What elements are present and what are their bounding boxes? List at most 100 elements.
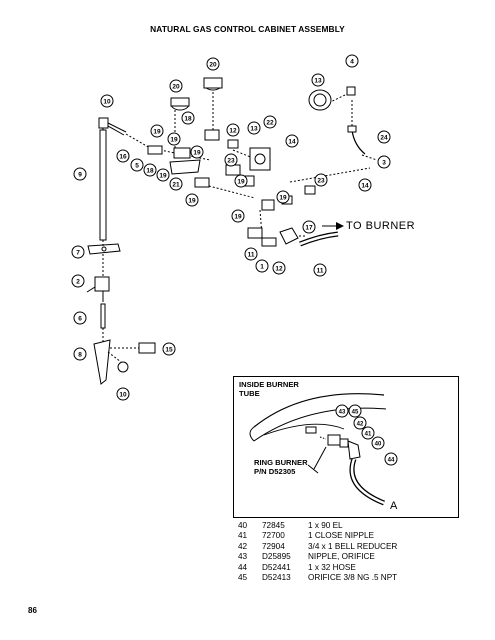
- valve-body: [94, 276, 110, 292]
- svg-text:6: 6: [78, 316, 82, 323]
- svg-text:8: 8: [78, 352, 82, 359]
- svg-text:23: 23: [227, 158, 235, 165]
- svg-text:12: 12: [275, 266, 283, 273]
- callout-marker: 12: [272, 261, 286, 275]
- rod-part: [100, 303, 106, 329]
- callout-marker: 23: [314, 173, 328, 187]
- callout-marker: 23: [224, 153, 238, 167]
- page-title: NATURAL GAS CONTROL CABINET ASSEMBLY: [150, 24, 345, 34]
- callout-marker: 6: [73, 311, 87, 325]
- svg-text:15: 15: [165, 347, 173, 354]
- inset-callout-40: 40: [371, 436, 385, 450]
- svg-text:10: 10: [119, 392, 127, 399]
- mounting-bracket: [87, 243, 121, 255]
- svg-text:12: 12: [229, 128, 237, 135]
- fitting-cluster-c: [204, 129, 220, 141]
- callout-marker: 4: [345, 54, 359, 68]
- fitting-bottom: [117, 361, 129, 373]
- callout-marker: 19: [231, 209, 245, 223]
- fitting-cluster-d: [227, 139, 239, 149]
- callout-marker: 15: [162, 342, 176, 356]
- fitting-lower-c: [304, 185, 316, 195]
- parts-list-row: 42 72904 3/4 x 1 BELL REDUCER: [238, 541, 398, 551]
- svg-text:19: 19: [234, 214, 242, 221]
- svg-text:7: 7: [76, 250, 80, 257]
- callout-marker: 17: [302, 220, 316, 234]
- svg-text:3: 3: [382, 160, 386, 167]
- burner-tube-curve: [253, 393, 385, 428]
- svg-text:23: 23: [317, 178, 325, 185]
- svg-text:17: 17: [305, 225, 313, 232]
- svg-text:10: 10: [103, 99, 111, 106]
- parts-list-row: 45 D52413 ORIFICE 3/8 NG .5 NPT: [238, 573, 398, 583]
- svg-text:1: 1: [260, 264, 264, 271]
- callout-marker: 19: [150, 124, 164, 138]
- svg-text:19: 19: [153, 129, 161, 136]
- elbow-fitting: [347, 440, 361, 460]
- fitting-part-4: [346, 86, 356, 96]
- parts-list: 40 72845 1 x 90 EL 41 72700 1 CLOSE NIPP…: [238, 521, 397, 583]
- callout-marker: 10: [116, 387, 130, 401]
- bracket-21: [169, 159, 201, 175]
- svg-text:19: 19: [193, 150, 201, 157]
- callout-marker: 19: [185, 193, 199, 207]
- callout-marker: 13: [311, 73, 325, 87]
- callout-marker: 12: [226, 123, 240, 137]
- svg-text:22: 22: [266, 120, 274, 127]
- svg-text:44: 44: [388, 458, 395, 464]
- callout-marker: 13: [247, 121, 261, 135]
- burner-detail-inset: 43 45 42 41 40 44 A: [233, 376, 459, 518]
- vertical-tube: [99, 129, 107, 241]
- svg-text:19: 19: [237, 179, 245, 186]
- svg-text:45: 45: [352, 410, 359, 416]
- fitting-lower-e: [261, 237, 277, 247]
- to-burner-label: TO BURNER: [346, 220, 415, 232]
- callout-marker: 18: [143, 163, 157, 177]
- inset-callout-43: 43: [335, 404, 349, 418]
- svg-text:40: 40: [375, 442, 382, 448]
- callout-marker: 16: [116, 149, 130, 163]
- callout-marker: 14: [358, 178, 372, 192]
- svg-text:19: 19: [188, 198, 196, 205]
- burner-detail-drawing: 43 45 42 41 40 44 A: [249, 393, 398, 512]
- svg-text:2: 2: [76, 279, 80, 286]
- svg-text:14: 14: [361, 183, 369, 190]
- elbow-part-12: [279, 227, 299, 245]
- fitting-cluster-e: [225, 164, 241, 176]
- orifice-nipple: [305, 426, 317, 434]
- callout-marker: 5: [130, 158, 144, 172]
- angle-bracket: [93, 339, 111, 385]
- callout-marker: 8: [73, 347, 87, 361]
- svg-text:24: 24: [380, 135, 388, 142]
- fitting-lower-a: [261, 199, 275, 211]
- fitting-lower-d: [247, 227, 263, 239]
- parts-list-row: 40 72845 1 x 90 EL: [238, 521, 343, 530]
- inset-callout-45: 45: [348, 404, 362, 418]
- callout-marker: 20: [169, 79, 183, 93]
- svg-text:19: 19: [279, 195, 287, 202]
- svg-text:5: 5: [135, 163, 139, 170]
- svg-text:16: 16: [119, 154, 127, 161]
- callout-marker: 11: [313, 263, 327, 277]
- callout-marker: 2: [71, 274, 85, 288]
- inset-callout-41: 41: [361, 426, 375, 440]
- callout-marker: 19: [234, 174, 248, 188]
- callout-marker: 9: [73, 167, 87, 181]
- valve-main: [249, 147, 271, 171]
- svg-text:19: 19: [170, 137, 178, 144]
- parts-list-row: 43 D25895 NIPPLE, ORIFICE: [238, 552, 375, 562]
- svg-text:41: 41: [365, 432, 372, 438]
- svg-text:19: 19: [159, 173, 167, 180]
- inset-callout-44: 44: [384, 452, 398, 466]
- callout-marker: 3: [377, 155, 391, 169]
- callout-marker: 19: [167, 132, 181, 146]
- svg-text:14: 14: [288, 139, 296, 146]
- fitting-cluster-g: [194, 177, 210, 188]
- svg-text:43: 43: [339, 410, 346, 416]
- callout-marker: 19: [190, 145, 204, 159]
- svg-text:4: 4: [350, 59, 354, 66]
- callout-marker: 24: [377, 130, 391, 144]
- svg-text:11: 11: [248, 252, 255, 259]
- svg-text:42: 42: [357, 422, 364, 428]
